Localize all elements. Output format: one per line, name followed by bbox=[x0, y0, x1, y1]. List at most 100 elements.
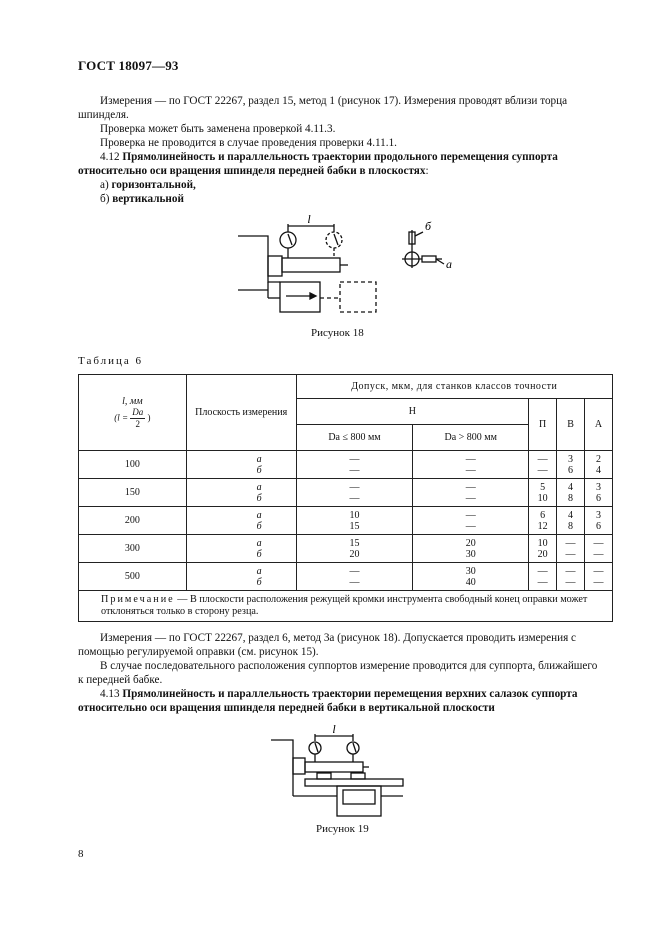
item-b-text: вертикальной bbox=[112, 193, 184, 205]
val: — bbox=[349, 492, 360, 504]
cell-l: 300 bbox=[78, 534, 187, 563]
val: 20 bbox=[537, 548, 548, 560]
val: — bbox=[465, 492, 476, 504]
col-header-plane: Плоскость измерения bbox=[185, 374, 297, 451]
val: 10 bbox=[537, 492, 548, 504]
val: 20 bbox=[349, 548, 360, 560]
val: 40 bbox=[465, 576, 476, 588]
val: — bbox=[593, 565, 604, 577]
col-header-h1: Da ≤ 800 мм bbox=[295, 424, 414, 451]
val: 6 bbox=[596, 492, 601, 504]
section-colon: : bbox=[425, 165, 429, 177]
cell-h1: —— bbox=[295, 562, 414, 591]
val: — bbox=[537, 576, 548, 588]
formula-left: (l = bbox=[114, 412, 129, 423]
plane-b: б bbox=[256, 548, 262, 560]
val: — bbox=[349, 481, 360, 493]
item-b-prefix: б) bbox=[100, 193, 110, 205]
cell-l: 100 bbox=[78, 450, 187, 479]
section-title: Прямолинейность и параллельность траекто… bbox=[78, 151, 558, 177]
val: 30 bbox=[465, 565, 476, 577]
val: — bbox=[593, 576, 604, 588]
val: 5 bbox=[540, 481, 546, 493]
val: 2 bbox=[596, 453, 601, 465]
plane-b: б bbox=[256, 520, 262, 532]
cell-l: 500 bbox=[78, 562, 187, 591]
val: — bbox=[593, 537, 604, 549]
col-header-l-top: l, мм bbox=[122, 395, 143, 407]
val: 6 bbox=[568, 464, 574, 476]
cell-a: —— bbox=[584, 534, 613, 563]
paragraph-measurements-1: Измерения — по ГОСТ 22267, раздел 15, ме… bbox=[78, 95, 568, 121]
plane-b: б bbox=[256, 576, 262, 588]
col-header-class-a: А bbox=[584, 398, 613, 451]
table-note: Примечание — В плоскости расположения ре… bbox=[78, 590, 613, 622]
plane-b: б bbox=[256, 492, 262, 504]
formula-denominator: 2 bbox=[135, 418, 141, 429]
plane-a: а bbox=[256, 537, 262, 549]
cell-l: 200 bbox=[78, 506, 187, 535]
figure-18-drawing: l б а bbox=[238, 212, 452, 313]
val: 4 bbox=[596, 464, 601, 476]
paragraph-measurements-2: Измерения — по ГОСТ 22267, раздел 6, мет… bbox=[78, 632, 576, 658]
val: — bbox=[349, 453, 360, 465]
cell-v: —— bbox=[556, 534, 585, 563]
val: — bbox=[465, 509, 476, 521]
cell-h2: —— bbox=[412, 450, 530, 479]
figure-19-drawing: l bbox=[271, 722, 404, 817]
section-item-a: а) горизонтальной, bbox=[78, 178, 598, 192]
cell-a: —— bbox=[584, 562, 613, 591]
cell-p: —— bbox=[528, 450, 558, 479]
val: — bbox=[565, 537, 576, 549]
val: 10 bbox=[349, 509, 360, 521]
val: — bbox=[465, 453, 476, 465]
val: — bbox=[465, 464, 476, 476]
col-header-class-p: П bbox=[528, 398, 558, 451]
figure-18-caption: Рисунок 18 bbox=[311, 327, 364, 339]
cell-h2: —— bbox=[412, 506, 530, 535]
val: — bbox=[565, 565, 576, 577]
col-header-l: l, мм (l = Da 2 ) bbox=[78, 374, 187, 451]
val: — bbox=[349, 464, 360, 476]
val: 12 bbox=[537, 520, 548, 532]
plane-a: а bbox=[256, 453, 262, 465]
formula-numerator: Da bbox=[130, 406, 146, 419]
col-header-h2: Da > 800 мм bbox=[412, 424, 530, 451]
val: 15 bbox=[349, 537, 360, 549]
note-label: Примечание bbox=[101, 594, 175, 605]
section-number: 4.12 bbox=[100, 151, 120, 163]
section-number: 4.13 bbox=[100, 688, 120, 700]
val: 10 bbox=[537, 537, 548, 549]
plane-a: а bbox=[256, 509, 262, 521]
cell-p: —— bbox=[528, 562, 558, 591]
cell-h1: —— bbox=[295, 450, 414, 479]
val: — bbox=[593, 548, 604, 560]
val: 8 bbox=[568, 520, 574, 532]
figure-19-label-l: l bbox=[332, 722, 336, 736]
val: 8 bbox=[568, 492, 574, 504]
figure-19-caption: Рисунок 19 bbox=[316, 823, 369, 835]
section-4-13: 4.13 Прямолинейность и параллельность тр… bbox=[78, 687, 598, 715]
item-a-prefix: а) bbox=[100, 179, 109, 191]
val: — bbox=[349, 565, 360, 577]
plane-a: а bbox=[256, 565, 262, 577]
val: 20 bbox=[465, 537, 476, 549]
val: — bbox=[465, 481, 476, 493]
val: 3 bbox=[568, 453, 574, 465]
val: — bbox=[537, 565, 548, 577]
